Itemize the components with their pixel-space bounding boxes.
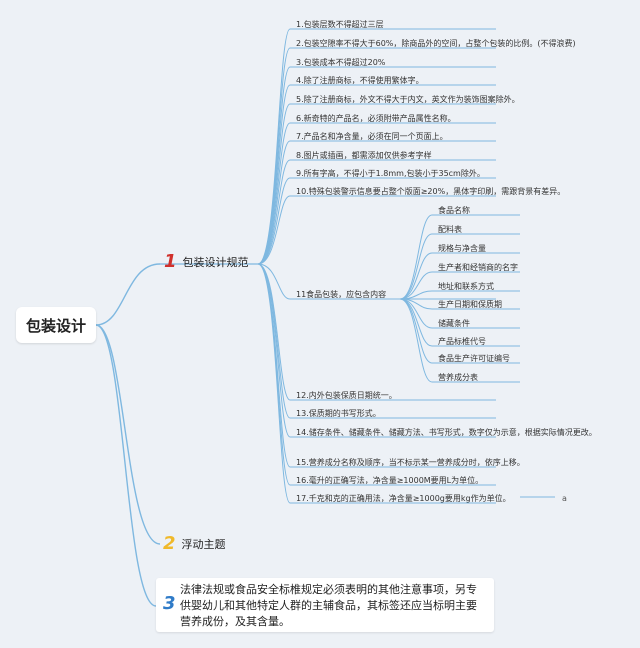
root-topic[interactable]: 包装设计 bbox=[16, 307, 96, 343]
branch-number-2: 2 bbox=[163, 533, 176, 554]
food-item[interactable]: 生产者和经销商的名字 bbox=[438, 263, 518, 272]
connector-line bbox=[95, 324, 161, 545]
branch-label-3: 法律法规或食品安全标椎规定必须表明的其他注意事项，另专供婴幼儿和其他特定人群的主… bbox=[180, 583, 477, 628]
connector-line bbox=[257, 103, 496, 265]
connector-line bbox=[95, 324, 157, 607]
rule-item[interactable]: 9.所有字高，不得小于1.8mm,包装小于35cm除外。 bbox=[296, 169, 485, 178]
branch-topic-1[interactable]: 1 包装设计规范 bbox=[164, 251, 249, 273]
connector-line bbox=[399, 252, 520, 300]
connector-line bbox=[399, 233, 520, 300]
connector-line bbox=[257, 122, 496, 265]
branch-label-1: 包装设计规范 bbox=[182, 256, 249, 269]
rule-item[interactable]: 5.除了注册商标，外文不得大于内文，英文作为装饰图案除外。 bbox=[296, 95, 520, 104]
rule-item[interactable]: 3.包装成本不得超过20% bbox=[296, 58, 386, 67]
root-topic-label: 包装设计 bbox=[25, 316, 86, 335]
branch-label-2: 浮动主题 bbox=[181, 538, 226, 551]
food-item[interactable]: 生产日期和保质期 bbox=[438, 300, 502, 309]
food-item[interactable]: 营养成分表 bbox=[438, 373, 478, 382]
extra-topic[interactable]: a bbox=[562, 494, 567, 503]
connector-line bbox=[257, 263, 496, 300]
rule-item[interactable]: 11食品包装，应包含内容 bbox=[296, 290, 387, 299]
food-item[interactable]: 规格与净含量 bbox=[438, 244, 486, 253]
rule-item[interactable]: 6.新奇特的产品名，必须附带产品属性名称。 bbox=[296, 114, 456, 123]
food-item[interactable]: 产品标椎代号 bbox=[438, 337, 486, 346]
rule-item[interactable]: 16.毫升的正确写法，净含量≥1000M要用L为单位。 bbox=[296, 476, 484, 485]
rule-item[interactable]: 7.产品名和净含量，必须在同一个页面上。 bbox=[296, 132, 448, 141]
connector-line bbox=[257, 140, 496, 265]
food-item[interactable]: 食品名称 bbox=[438, 206, 470, 215]
connector-line bbox=[399, 298, 520, 383]
rule-item[interactable]: 1.包装层数不得超过三层 bbox=[296, 20, 384, 29]
food-item[interactable]: 食品生产许可证编号 bbox=[438, 354, 510, 363]
branch-topic-3[interactable]: 3 法律法规或食品安全标椎规定必须表明的其他注意事项，另专供婴幼儿和其他特定人群… bbox=[156, 578, 494, 632]
branch-number-1: 1 bbox=[164, 251, 177, 272]
rule-item[interactable]: 13.保质期的书写形式。 bbox=[296, 409, 381, 418]
connector-line bbox=[399, 271, 520, 300]
connector-line bbox=[399, 214, 520, 300]
branch-number-3: 3 bbox=[163, 593, 176, 614]
rule-item[interactable]: 14.储存条件、储藏条件、储藏方法、书写形式，数字仅为示意，根据实际情况更改。 bbox=[296, 428, 597, 437]
rule-item[interactable]: 15.营养成分名称及顺序，当不标示某一营养成分时，依序上移。 bbox=[296, 458, 525, 467]
rule-item[interactable]: 4.除了注册商标，不得使用繁体字。 bbox=[296, 76, 424, 85]
food-item[interactable]: 储藏条件 bbox=[438, 319, 470, 328]
food-item[interactable]: 配料表 bbox=[438, 225, 462, 234]
branch-topic-2[interactable]: 2 浮动主题 bbox=[163, 533, 226, 555]
rule-item[interactable]: 17.千克和克的正确用法，净含量≥1000g要用kg作为单位。 bbox=[296, 494, 511, 503]
connector-line bbox=[399, 290, 520, 300]
food-item[interactable]: 地址和联系方式 bbox=[438, 282, 494, 291]
rule-item[interactable]: 10.特殊包装警示信息要占整个版面≥20%，黑体字印刷，需跟背景有差异。 bbox=[296, 187, 566, 196]
connector-line bbox=[95, 263, 161, 326]
connector-line bbox=[257, 263, 496, 504]
connector-line bbox=[257, 263, 496, 438]
rule-item[interactable]: 2.包装空隙率不得大于60%，除商品外的空间，占整个包装的比例。(不得浪费) bbox=[296, 39, 576, 48]
rule-item[interactable]: 12.内外包装保质日期统一。 bbox=[296, 391, 397, 400]
connector-line bbox=[257, 195, 496, 265]
rule-item[interactable]: 8.图片或插画，都需添加仅供参考字样 bbox=[296, 151, 432, 160]
connector-line bbox=[257, 159, 496, 265]
connector-line bbox=[257, 177, 496, 265]
